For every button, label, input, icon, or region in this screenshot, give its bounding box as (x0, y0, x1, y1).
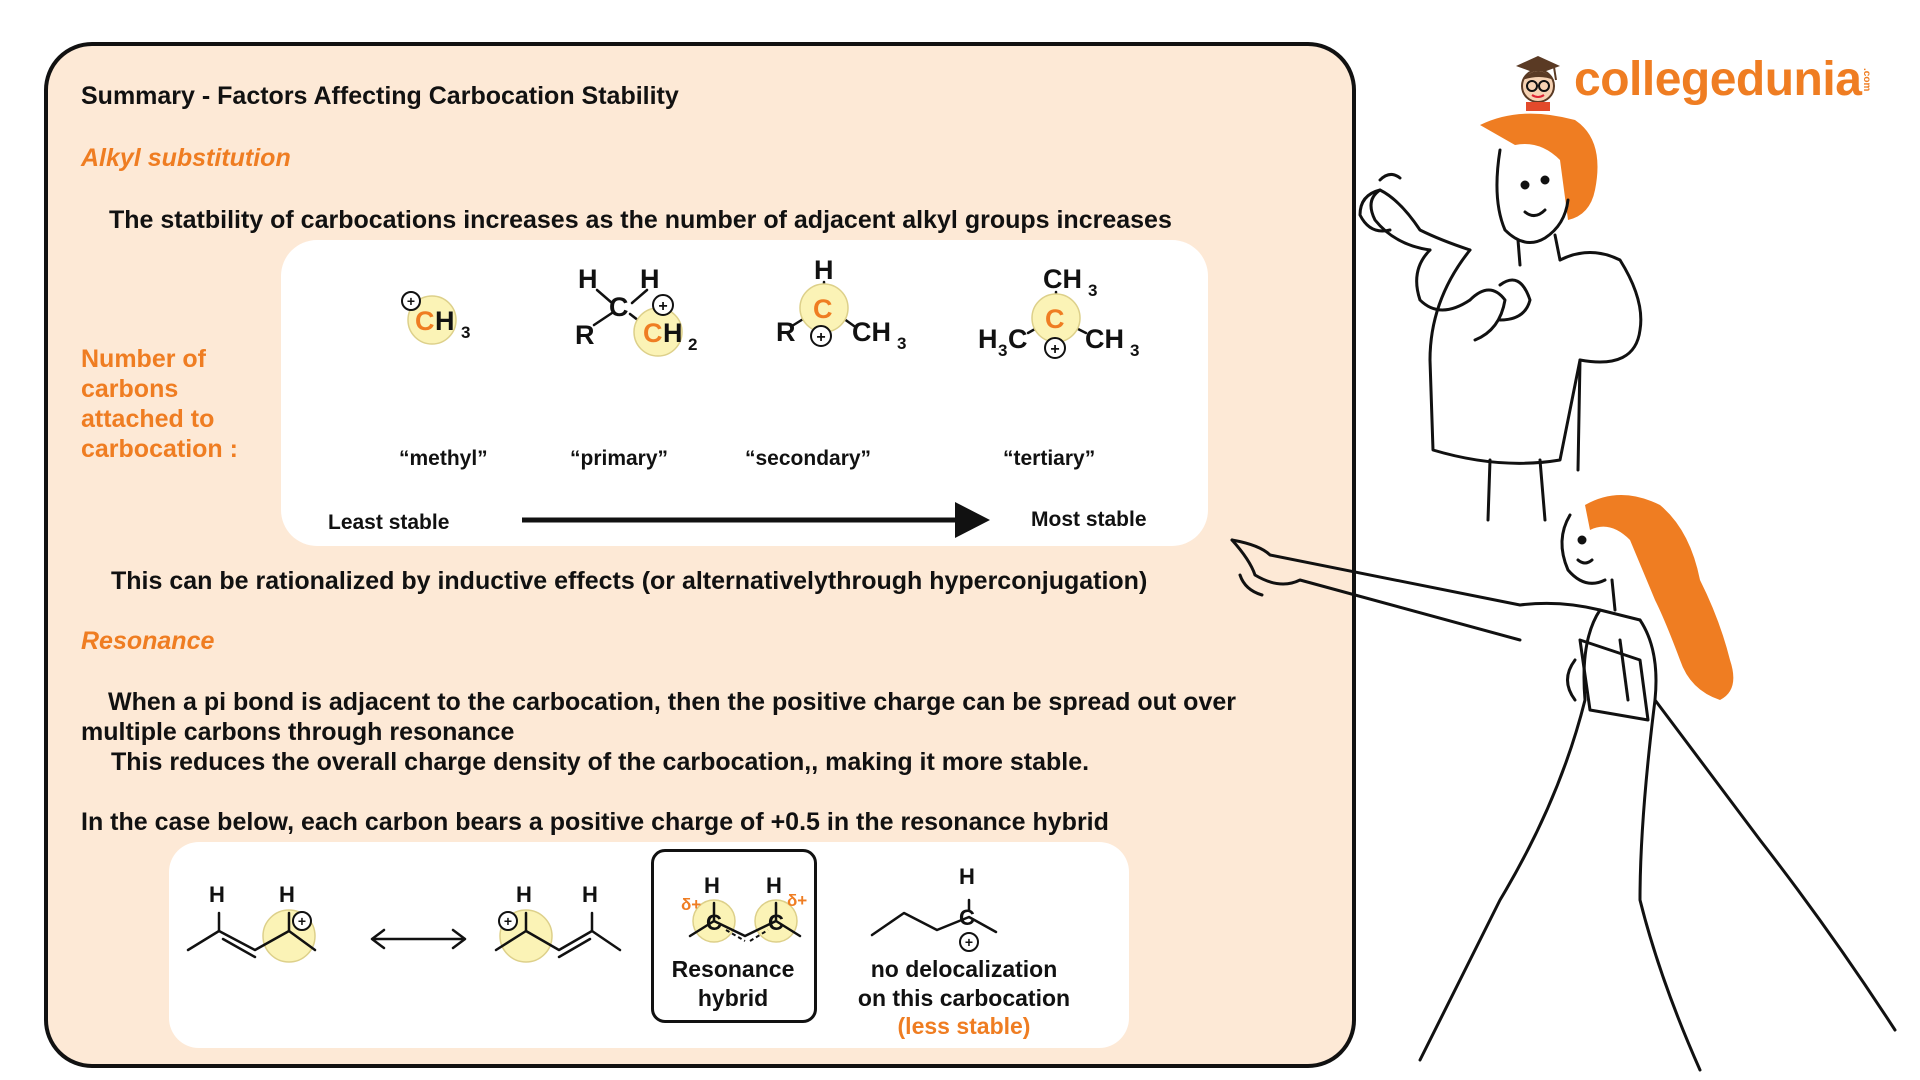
svg-text:R: R (776, 317, 796, 347)
svg-text:H: H (978, 324, 998, 354)
resonance-p1-line1: When a pi bond is adjacent to the carboc… (108, 688, 1236, 716)
svg-text:3: 3 (461, 323, 470, 342)
svg-text:C: C (706, 910, 722, 935)
people-illustration (1230, 113, 1897, 1072)
svg-text:δ+: δ+ (787, 891, 807, 910)
primary-structure: H H C R + C H 2 (575, 264, 697, 354)
svg-text:C: C (415, 306, 435, 336)
svg-text:C: C (813, 294, 833, 324)
svg-text:R: R (575, 320, 595, 350)
svg-text:2: 2 (688, 335, 697, 354)
nodeloc-line: no delocalization (870, 956, 1058, 982)
most-stable-label: Most stable (1031, 508, 1147, 531)
svg-text:H: H (663, 318, 683, 348)
svg-text:+: + (298, 913, 306, 929)
svg-text:CH: CH (1085, 324, 1124, 354)
secondary-structure: H C R + CH 3 (776, 255, 906, 353)
svg-text:3: 3 (998, 341, 1007, 360)
svg-text:C: C (768, 910, 784, 935)
resonance-p1-line2: multiple carbons through resonance (81, 718, 515, 746)
svg-text:+: + (1050, 341, 1059, 358)
svg-text:CH: CH (852, 317, 891, 347)
svg-text:H: H (209, 882, 225, 907)
carbon-count-label: Number of carbons attached to carbocatio… (81, 344, 238, 464)
svg-text:H: H (704, 873, 720, 898)
svg-text:3: 3 (1088, 281, 1097, 300)
brand-name: collegedunia (1574, 53, 1862, 106)
resonance-hybrid-box (651, 849, 817, 1023)
svg-text:3: 3 (897, 334, 906, 353)
type-methyl: “methyl” (399, 447, 488, 470)
svg-text:H: H (640, 264, 660, 294)
brand-logo[interactable]: collegedunia .com (1510, 48, 1890, 118)
type-primary: “primary” (570, 447, 669, 470)
svg-text:H: H (516, 882, 532, 907)
svg-text:H: H (959, 864, 975, 889)
student-illustration (1230, 495, 1897, 1072)
svg-text:C: C (609, 292, 629, 322)
svg-text:3: 3 (1130, 341, 1139, 360)
resonance-p2: This reduces the overall charge density … (111, 748, 1090, 776)
svg-text:CH: CH (1043, 264, 1082, 294)
resonance-heading: Resonance (81, 627, 215, 655)
svg-text:H: H (279, 882, 295, 907)
type-tertiary: “tertiary” (1003, 447, 1096, 470)
tertiary-structure: CH 3 C H 3 C CH 3 + (978, 264, 1139, 360)
svg-text:H: H (766, 873, 782, 898)
carbon-count-line: Number of (81, 345, 206, 373)
svg-text:H: H (435, 306, 455, 336)
svg-text:H: H (814, 255, 834, 285)
methyl-highlight (407, 295, 457, 345)
carbon-count-line: carbons (81, 375, 179, 403)
rationale-text: This can be rationalized by inductive ef… (111, 567, 1148, 595)
carbocation-panel (281, 240, 1208, 546)
alkyl-heading: Alkyl substitution (81, 144, 291, 172)
brand-mascot-icon (1516, 56, 1560, 111)
resonance-p3: In the case below, each carbon bears a p… (81, 808, 1109, 836)
svg-text:H: H (578, 264, 598, 294)
svg-text:C: C (643, 318, 663, 348)
brand-suffix: .com (1861, 68, 1872, 92)
svg-text:C: C (1045, 304, 1065, 334)
hybrid-label-line: Resonance (671, 956, 795, 982)
summary-title: Summary - Factors Affecting Carbocation … (81, 82, 679, 110)
less-stable-label: (less stable) (897, 1013, 1031, 1039)
svg-text:+: + (407, 293, 415, 309)
alkyl-statement: The statbility of carbocations increases… (109, 206, 1172, 234)
teacher-illustration (1358, 113, 1643, 522)
nodeloc-line: on this carbocation (857, 985, 1071, 1011)
type-secondary: “secondary” (745, 447, 872, 470)
svg-text:+: + (658, 298, 667, 315)
least-stable-label: Least stable (328, 511, 450, 534)
stability-arrow-head (955, 502, 990, 538)
carbon-count-line: carbocation : (81, 435, 238, 463)
carbon-count-line: attached to (81, 405, 215, 433)
methyl-structure: + C H 3 (401, 291, 470, 342)
svg-text:+: + (504, 913, 512, 929)
hybrid-label-line: hybrid (697, 985, 769, 1011)
svg-text:+: + (816, 329, 825, 346)
svg-text:δ+: δ+ (681, 895, 701, 914)
svg-text:C: C (959, 905, 975, 930)
svg-text:C: C (1008, 324, 1028, 354)
svg-text:H: H (582, 882, 598, 907)
svg-text:+: + (965, 934, 973, 950)
